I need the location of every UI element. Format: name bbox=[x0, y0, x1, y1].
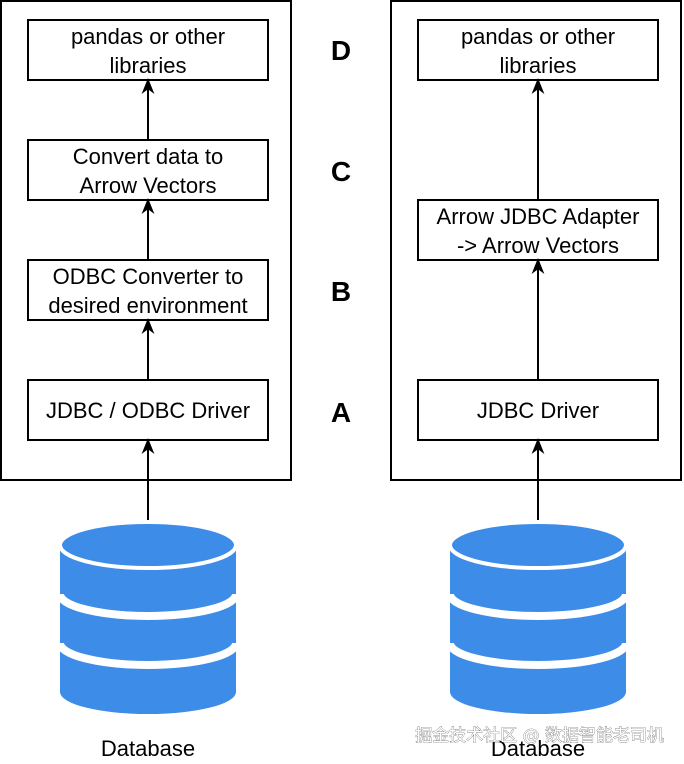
stage-label-c: C bbox=[331, 156, 351, 187]
left-box-libraries-line2: libraries bbox=[109, 53, 186, 78]
right-box-driver-line1: JDBC Driver bbox=[477, 398, 599, 423]
right-box-adapter-line2: -> Arrow Vectors bbox=[457, 233, 619, 258]
stage-label-d: D bbox=[331, 35, 351, 66]
left-box-convert-line2: Arrow Vectors bbox=[80, 173, 217, 198]
left-database-icon bbox=[56, 520, 240, 714]
watermark-text: 掘金技术社区 @ 数据智能老司机 bbox=[415, 726, 664, 746]
left-box-driver: JDBC / ODBC Driver bbox=[27, 379, 269, 441]
right-database-icon bbox=[446, 520, 630, 714]
left-box-convert-line1: Convert data to bbox=[73, 144, 223, 169]
left-database-label: Database bbox=[101, 736, 195, 761]
right-box-driver: JDBC Driver bbox=[417, 379, 659, 441]
left-box-driver-line1: JDBC / ODBC Driver bbox=[46, 398, 250, 423]
right-box-adapter-line1: Arrow JDBC Adapter bbox=[437, 204, 640, 229]
right-box-libraries: pandas or other libraries bbox=[417, 19, 659, 81]
stage-label-a: A bbox=[331, 397, 351, 428]
stage-label-b: B bbox=[331, 276, 351, 307]
right-box-libraries-line1: pandas or other bbox=[461, 24, 615, 49]
right-database-label: Database bbox=[491, 736, 585, 761]
left-box-odbc-line1: ODBC Converter to bbox=[53, 264, 244, 289]
left-box-odbc-converter: ODBC Converter to desired environment bbox=[27, 259, 269, 321]
left-box-odbc-line2: desired environment bbox=[48, 293, 247, 318]
left-box-libraries: pandas or other libraries bbox=[27, 19, 269, 81]
right-box-arrow-adapter: Arrow JDBC Adapter -> Arrow Vectors bbox=[417, 199, 659, 261]
left-box-convert-arrow: Convert data to Arrow Vectors bbox=[27, 139, 269, 201]
left-box-libraries-line1: pandas or other bbox=[71, 24, 225, 49]
right-box-libraries-line2: libraries bbox=[499, 53, 576, 78]
